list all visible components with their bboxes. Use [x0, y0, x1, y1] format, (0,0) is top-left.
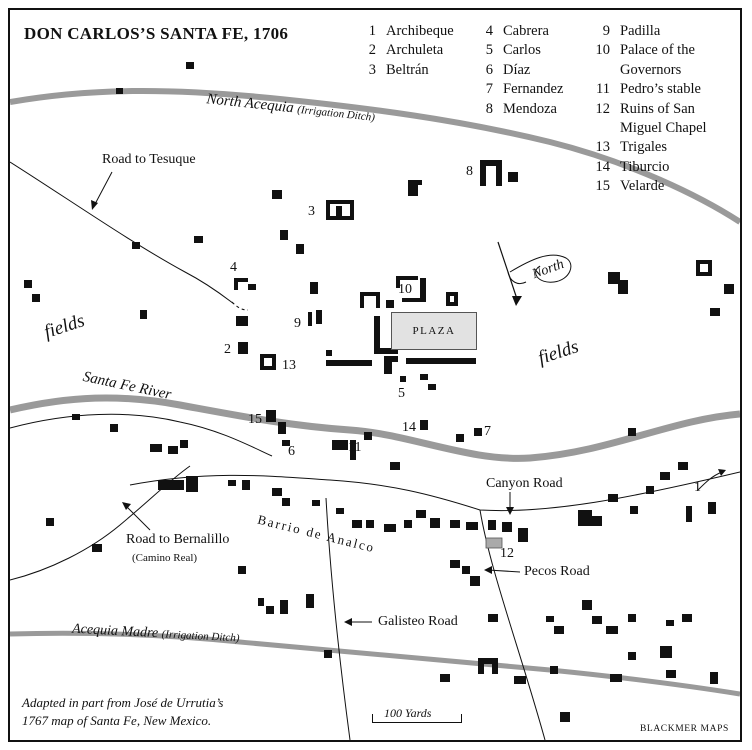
- marker-6: 6: [288, 444, 295, 459]
- marker-3: 3: [308, 204, 315, 219]
- galisteo-road: [325, 497, 351, 740]
- canyon-road-label: Canyon Road: [486, 476, 563, 491]
- galisteo-arrowhead: [344, 618, 352, 626]
- marker-2: 2: [224, 342, 231, 357]
- tesuque-arrowhead: [91, 200, 98, 210]
- pecos-arrowhead: [484, 566, 492, 574]
- map-credit: Adapted in part from José de Urrutia’s 1…: [22, 695, 224, 728]
- marker-8: 8: [466, 164, 473, 179]
- galisteo-road-label: Galisteo Road: [378, 614, 458, 629]
- santa-fe-river: [10, 394, 740, 462]
- road-to-bernalillo-label: Road to Bernalillo: [126, 532, 230, 547]
- legend-item: Governors: [620, 61, 682, 78]
- tesuque-leader: [93, 171, 113, 207]
- marker-10: 10: [398, 282, 412, 297]
- road-to-tesuque-dashed: [231, 301, 249, 311]
- camino-real-label: (Camino Real): [132, 552, 198, 564]
- map-canvas: [10, 62, 740, 740]
- marker-11: 11: [348, 440, 362, 455]
- pecos-road-label: Pecos Road: [524, 564, 590, 579]
- road-to-tesuque: [10, 161, 235, 305]
- marker-13: 13: [282, 358, 296, 373]
- marker-14: 14: [402, 420, 416, 435]
- canyon-arrowhead: [506, 507, 514, 515]
- bernalillo-leader: [125, 505, 151, 531]
- marker-12: 12: [500, 546, 514, 561]
- river-bank-road: [10, 413, 273, 457]
- acequia-madre-ditch: [10, 630, 740, 697]
- archibeque-arrowhead: [718, 469, 726, 476]
- pecos-leader: [487, 569, 521, 573]
- bernalillo-arrowhead: [122, 502, 131, 510]
- marker-9: 9: [294, 316, 301, 331]
- pecos-road: [479, 509, 546, 740]
- marker-7: 7: [484, 424, 491, 439]
- marker-5: 5: [398, 386, 405, 401]
- legend-item: Miguel Chapel: [620, 120, 707, 137]
- marker-1: 1: [694, 480, 701, 495]
- north-acequia-ditch: [10, 87, 740, 225]
- scale-bar: 100 Yards: [372, 706, 462, 724]
- san-miguel-ruins: [485, 537, 503, 549]
- archibeque-leader: [697, 471, 723, 491]
- plaza: PLAZA: [391, 312, 477, 350]
- road-to-tesuque-label: Road to Tesuque: [102, 152, 196, 167]
- map-title: DON CARLOS’S SANTA FE, 1706: [24, 24, 289, 43]
- map-publisher: BLACKMER MAPS: [640, 724, 729, 734]
- north-arrow: [497, 241, 572, 306]
- marker-4: 4: [230, 260, 237, 275]
- buildings: [24, 62, 734, 722]
- marker-15: 15: [248, 412, 262, 427]
